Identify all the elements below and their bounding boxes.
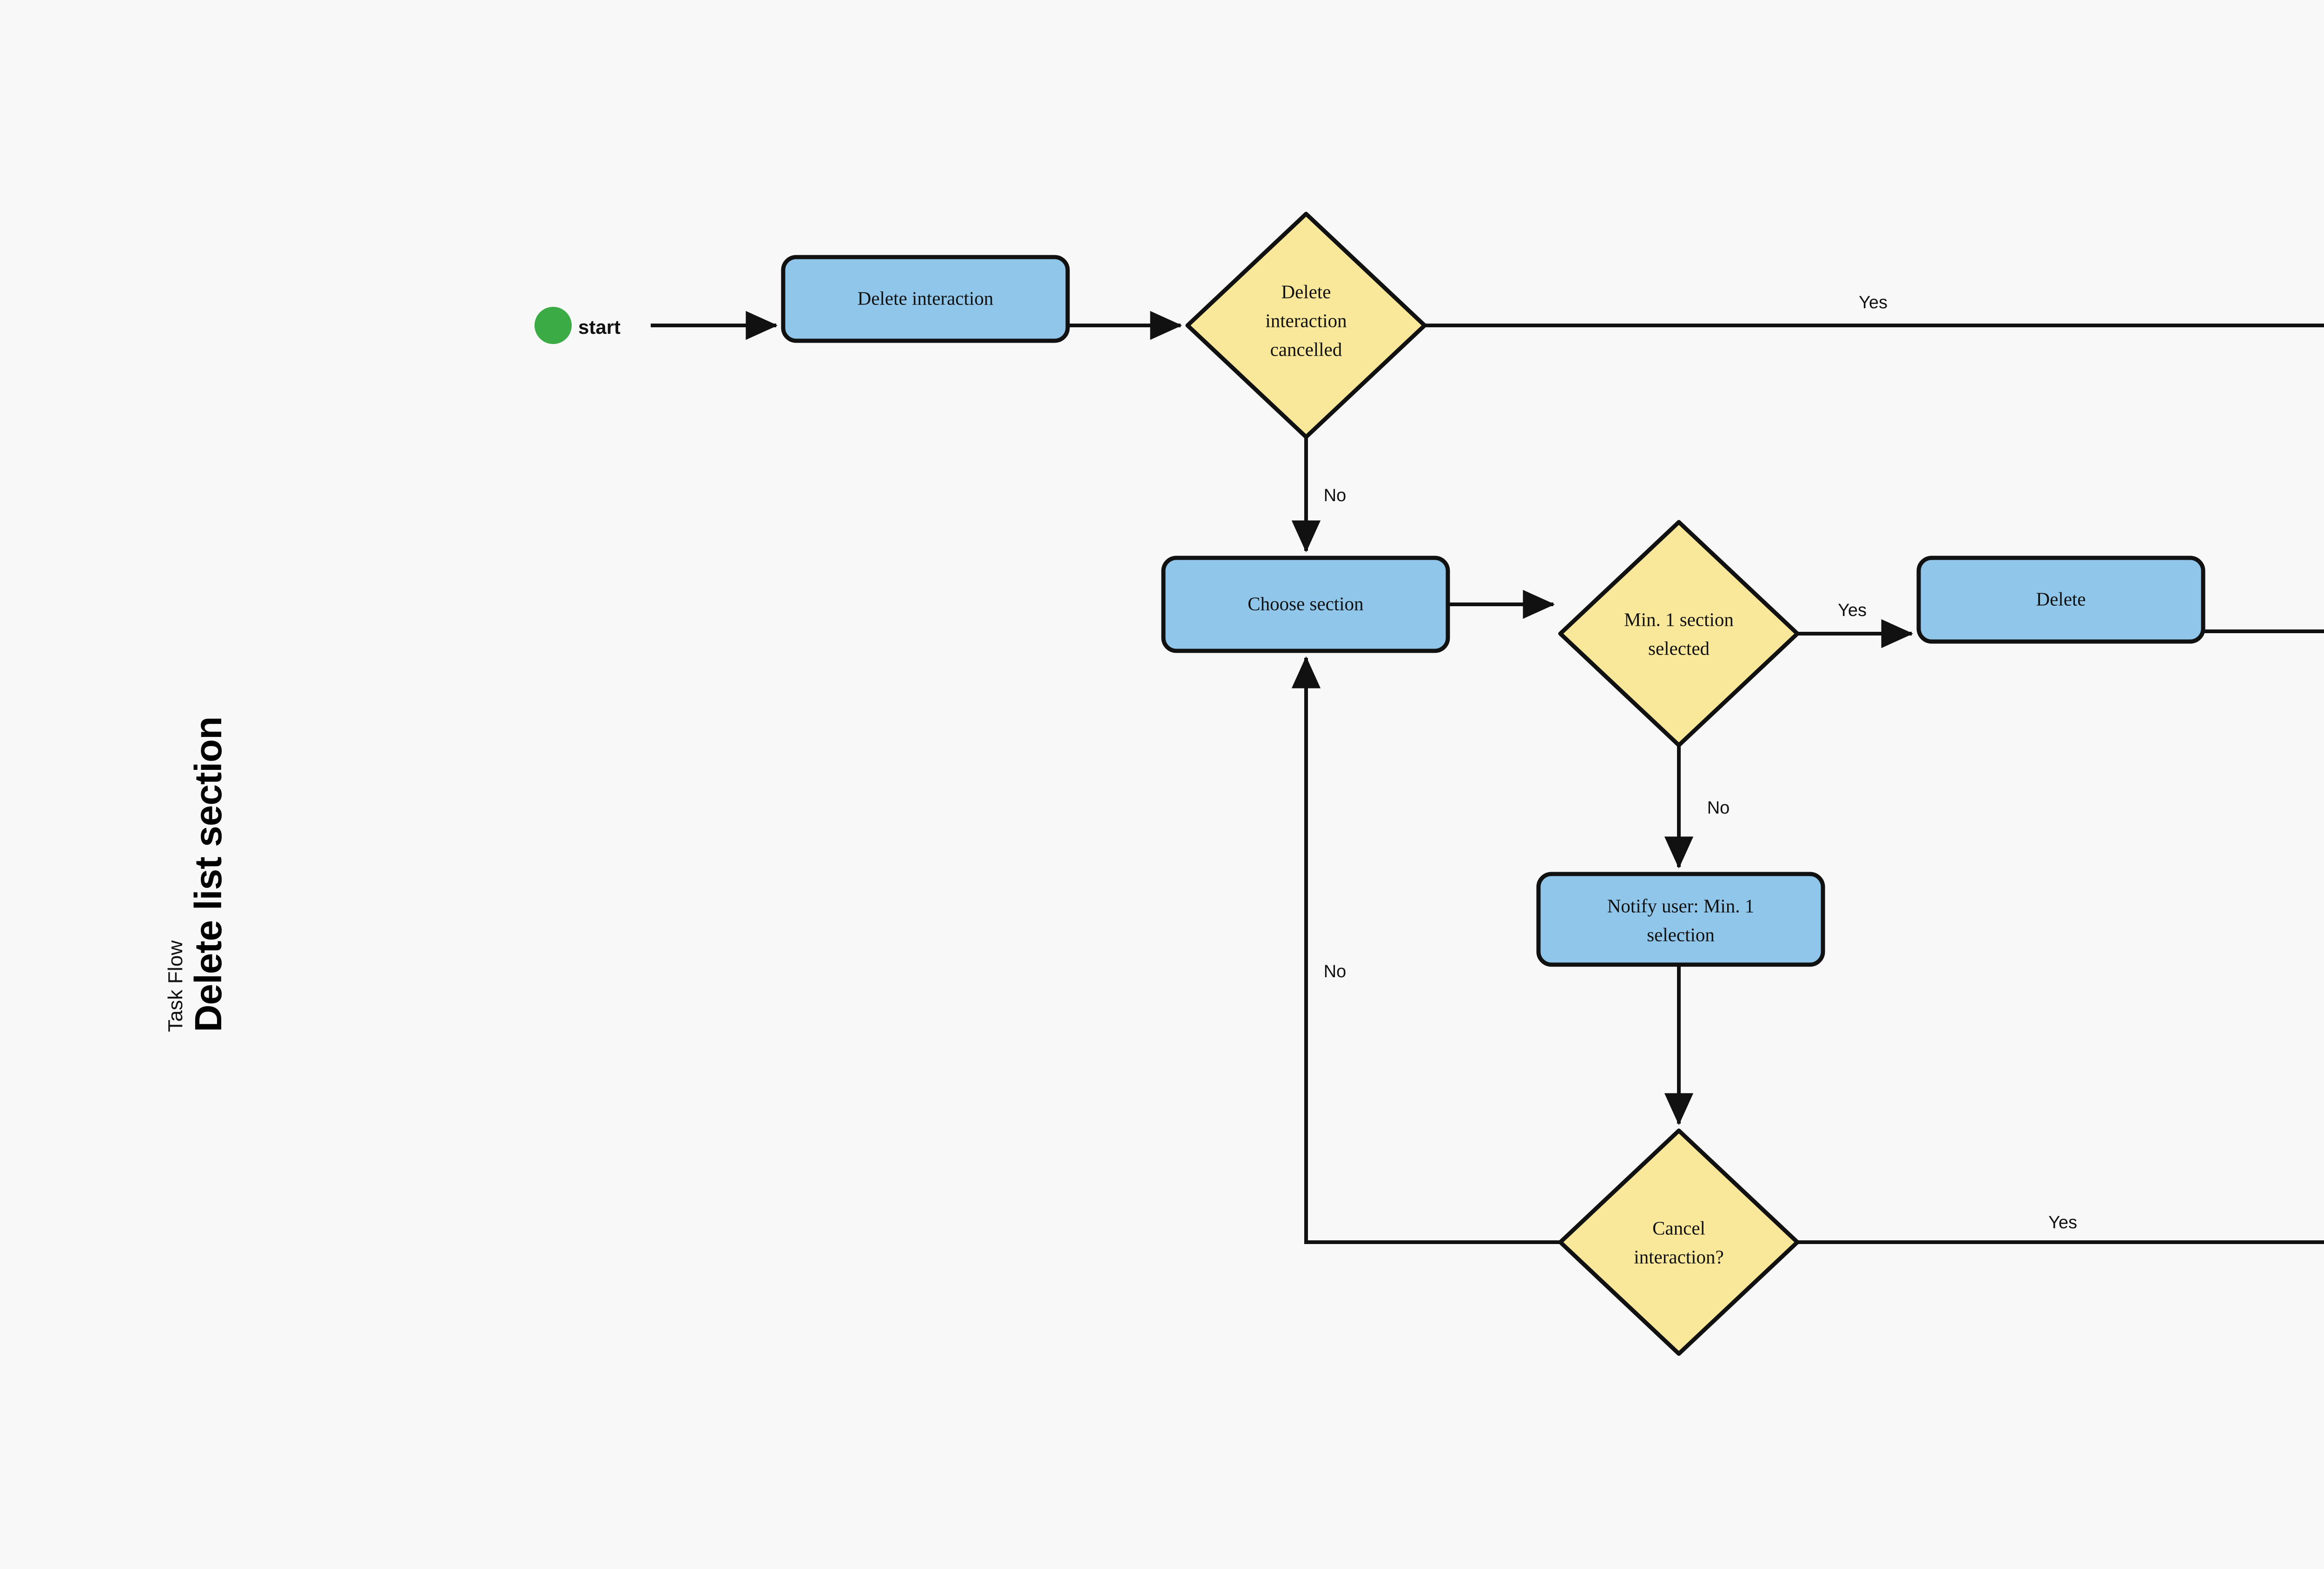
start-node-circle[interactable] [535,307,572,344]
edge-label-cancel-no: No [1324,962,1347,981]
node-notify-user-label-line1: Notify user: Min. 1 [1607,895,1755,916]
decision-cancelled-label-line3: cancelled [1270,338,1342,360]
node-delete[interactable] [1916,556,2205,644]
decision-cancel-label-line2: interaction? [1634,1246,1724,1267]
node-delete-label: Delete [2036,588,2086,609]
node-delete-interaction-label: Delete interaction [858,287,994,309]
node-notify-user-label-line2: selection [1647,924,1715,945]
edge-label-min1-yes: Yes [1838,601,1867,620]
edge-cancel-yes-to-end [1797,1240,2324,1244]
edge-label-cancelled-yes: Yes [1859,293,1888,312]
edge-label-cancelled-no: No [1324,486,1347,505]
decision-min-1-section-selected[interactable] [1558,520,1800,748]
decision-cancelled-label-line2: interaction [1265,310,1347,331]
decision-min1-label-line1: Min. 1 section [1624,609,1734,630]
edge-label-cancel-yes: Yes [2048,1213,2077,1232]
node-notify-user[interactable] [1536,872,1825,967]
decision-delete-interaction-cancelled[interactable] [1185,212,1427,439]
decision-cancel-interaction[interactable] [1558,1128,1800,1356]
node-choose-section-label: Choose section [1248,593,1363,614]
decision-cancelled-label-line1: Delete [1281,281,1331,302]
edge-label-min1-no: No [1707,798,1730,818]
start-node-label: start [578,316,621,338]
edge-cancel-no-to-choose-section [1291,656,1560,1244]
decision-cancel-label-line1: Cancel [1652,1217,1705,1238]
decision-min1-label-line2: selected [1648,637,1710,659]
node-choose-section[interactable] [1161,556,1450,653]
node-delete-interaction[interactable] [781,255,1070,343]
edge-cancelled-yes-to-end [1425,324,2324,327]
